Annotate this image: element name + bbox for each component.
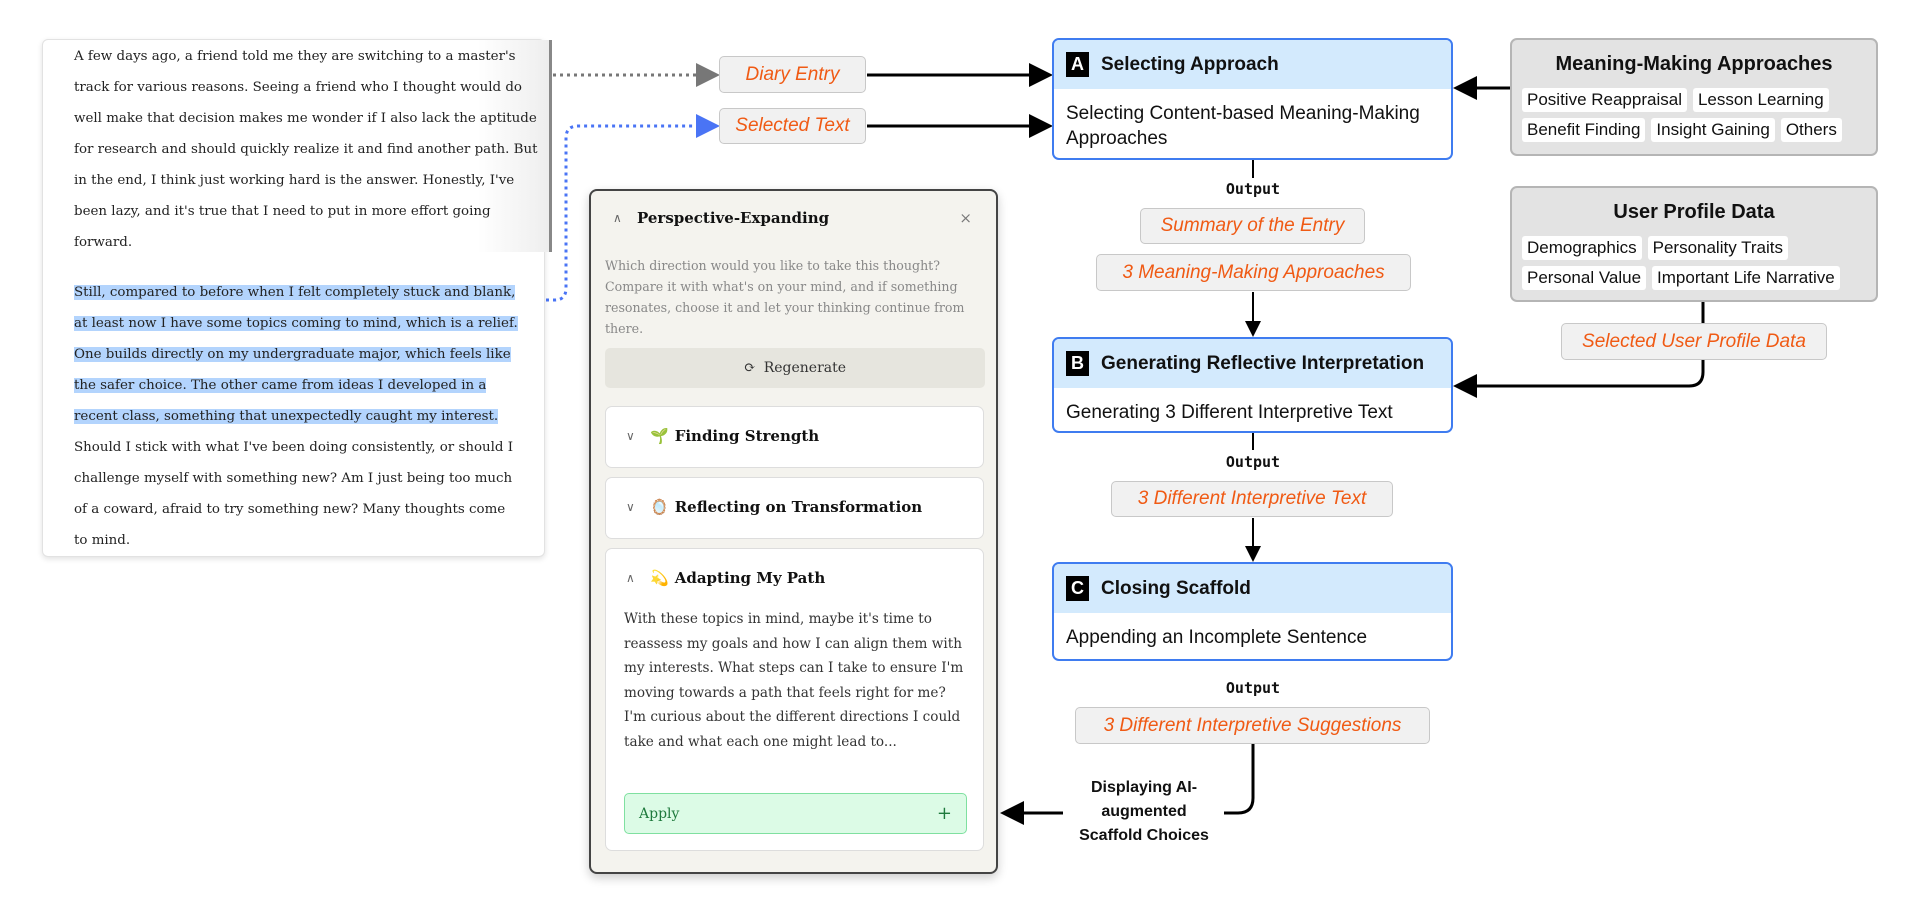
output-label: Output [1225, 180, 1281, 198]
step-c-box: C Closing Scaffold Appending an Incomplet… [1052, 562, 1453, 661]
step-letter: B [1066, 351, 1089, 376]
apply-label: Apply [639, 805, 680, 822]
regenerate-label: Regenerate [763, 360, 847, 376]
chevron-up-icon: ∧ [626, 571, 635, 585]
panel-description: Which direction would you like to take t… [605, 258, 965, 336]
output-label: Output [1225, 453, 1281, 471]
step-letter: A [1066, 52, 1089, 77]
step-letter: C [1066, 576, 1089, 601]
refresh-icon: ⟳ [743, 360, 756, 376]
step-body: Selecting Content-based Meaning-Making A… [1066, 103, 1420, 149]
step-title: Closing Scaffold [1101, 577, 1251, 599]
diary-paragraph: A few days ago, a friend told me they ar… [74, 40, 552, 252]
chevron-down-icon: ∨ [626, 500, 635, 514]
output-pill: 3 Different Interpretive Text [1111, 481, 1393, 517]
panel-title: Perspective-Expanding [637, 209, 830, 227]
output-pill: Summary of the Entry [1140, 208, 1365, 244]
diary-text: Should I stick with what I've been doing… [74, 440, 514, 548]
apply-button[interactable]: Apply + [624, 793, 967, 834]
perspective-expanding-panel: ∧ Perspective-Expanding × Which directio… [589, 189, 998, 874]
close-icon[interactable]: × [959, 209, 972, 227]
meaning-making-approaches-box: Meaning-Making Approaches Positive Reapp… [1510, 38, 1878, 156]
box-title: Meaning-Making Approaches [1555, 53, 1833, 75]
regenerate-button[interactable]: ⟳ Regenerate [605, 348, 985, 388]
suggestion-card[interactable]: ∨ 🪞 Reflecting on Transformation [605, 477, 984, 539]
display-label: Displaying AI-augmented Scaffold Choices [1079, 779, 1209, 844]
box-title: User Profile Data [1613, 201, 1775, 223]
tag: Positive Reappraisal [1522, 88, 1687, 112]
panel-header[interactable]: ∧ Perspective-Expanding [613, 209, 829, 227]
output-label: Output [1225, 679, 1281, 697]
step-a-box: A Selecting Approach Selecting Content-ba… [1052, 38, 1453, 160]
dizzy-icon: 💫 [650, 569, 669, 587]
tag: Important Life Narrative [1652, 266, 1840, 290]
step-b-box: B Generating Reflective Interpretation Ge… [1052, 337, 1453, 433]
user-profile-data-box: User Profile Data Demographics Personali… [1510, 186, 1878, 302]
diary-paragraph: Still, compared to before when I felt co… [74, 277, 519, 556]
card-title: Reflecting on Transformation [674, 498, 923, 516]
step-body: Generating 3 Different Interpretive Text [1066, 402, 1393, 423]
diary-entry-pill: Diary Entry [719, 56, 866, 93]
output-pill: 3 Meaning-Making Approaches [1096, 254, 1411, 291]
tag: Benefit Finding [1522, 118, 1646, 142]
tag: Insight Gaining [1651, 118, 1775, 142]
step-title: Generating Reflective Interpretation [1101, 352, 1425, 374]
mirror-icon: 🪞 [650, 498, 669, 516]
selected-text-highlight[interactable]: Still, compared to before when I felt co… [74, 285, 518, 424]
suggestion-card[interactable]: ∨ 🌱 Finding Strength [605, 406, 984, 468]
step-title: Selecting Approach [1101, 53, 1279, 75]
plus-icon: + [936, 803, 952, 824]
step-body: Appending an Incomplete Sentence [1066, 627, 1368, 648]
suggestion-card-expanded[interactable]: ∧ 💫 Adapting My Path With these topics in … [605, 548, 984, 851]
tag: Lesson Learning [1692, 88, 1829, 112]
tag: Others [1780, 118, 1842, 142]
output-pill: 3 Different Interpretive Suggestions [1075, 707, 1430, 744]
sprout-icon: 🌱 [650, 427, 669, 445]
chevron-down-icon: ∨ [626, 429, 635, 443]
selected-text-pill: Selected Text [719, 108, 866, 144]
diary-editor[interactable]: A few days ago, a friend told me they ar… [42, 39, 552, 557]
card-title: Finding Strength [674, 427, 820, 445]
tag: Personal Value [1522, 266, 1647, 290]
card-title: Adapting My Path [674, 569, 826, 587]
selected-user-profile-pill: Selected User Profile Data [1561, 323, 1827, 360]
card-body: With these topics in mind, maybe it's ti… [624, 611, 964, 750]
tag: Demographics [1522, 236, 1642, 260]
chevron-up-icon: ∧ [613, 211, 622, 225]
tag: Personality Traits [1647, 236, 1788, 260]
